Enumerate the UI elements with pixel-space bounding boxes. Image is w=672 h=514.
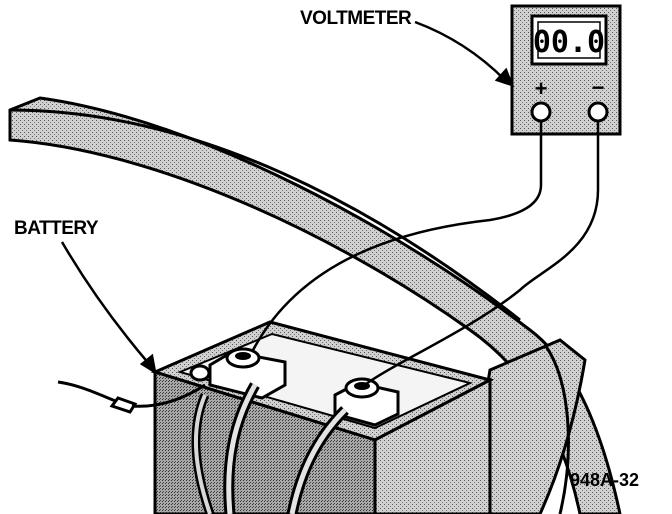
test-leads — [250, 121, 600, 386]
negative-jack — [587, 101, 609, 123]
voltmeter-display-readout: 00.0 — [533, 25, 605, 60]
voltmeter: 00.0 + − — [510, 4, 622, 136]
battery-label: BATTERY — [14, 218, 99, 239]
figure-reference: 948A-32 — [570, 470, 640, 490]
positive-jack — [530, 101, 552, 123]
negative-battery-terminal — [333, 377, 400, 427]
voltmeter-label: VOLTMETER — [300, 8, 412, 29]
battery-cables — [57, 380, 349, 514]
positive-battery-terminal — [189, 347, 287, 400]
fender-panel — [8, 96, 622, 514]
leader-lines — [60, 20, 515, 375]
positive-symbol: + — [535, 76, 548, 101]
negative-symbol: − — [592, 75, 605, 100]
